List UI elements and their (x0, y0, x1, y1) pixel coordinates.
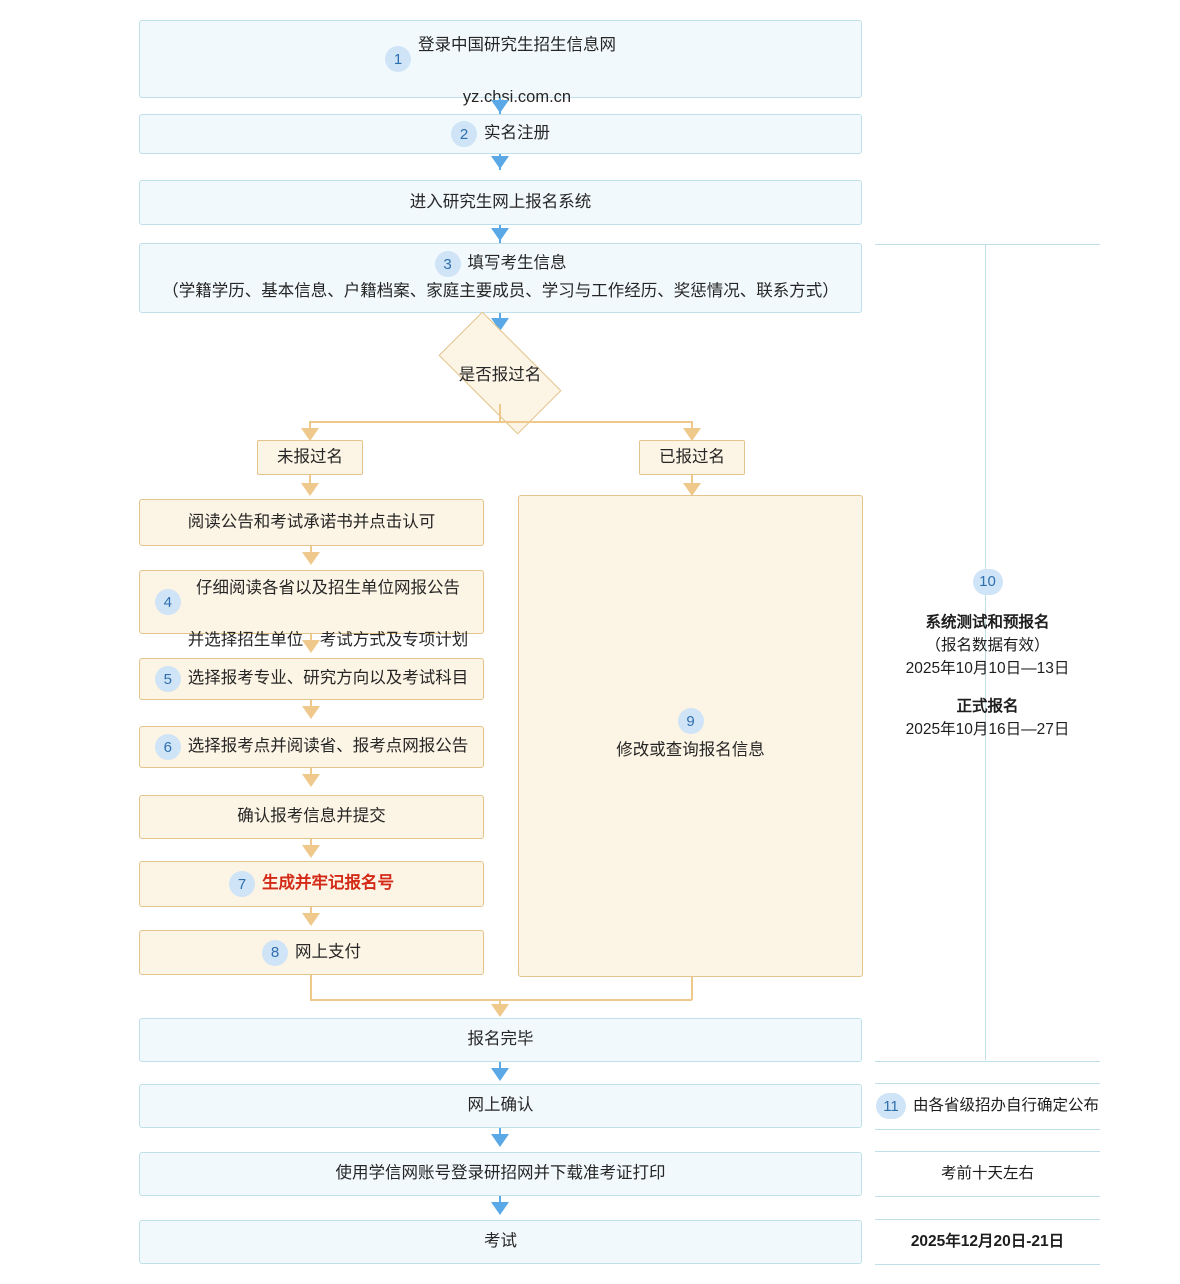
branch-step-7-box[interactable]: 7 生成并牢记报名号 (139, 861, 484, 907)
step-realname-label: 实名注册 (484, 124, 550, 143)
step-number-badge-4: 4 (154, 589, 181, 615)
step-enter-system-label: 进入研究生网上报名系统 (409, 192, 592, 211)
step-login-box[interactable]: 1 登录中国研究生招生信息网 yz.chsi.com.cn (139, 20, 862, 106)
step-exam-label: 考试 (484, 1232, 517, 1251)
branch-step-4-box[interactable]: 4 仔细阅读各省以及招生单位网报公告 并选择招生单位、考试方式及专项计划 (139, 570, 484, 649)
branch-step-6-box[interactable]: 6 选择报考点并阅读省、报考点网报公告 (139, 726, 484, 768)
step-number-badge-1: 1 (385, 46, 411, 72)
branch-not-registered-label: 未报过名 (277, 447, 343, 466)
timeline-pre-reg-title: 系统测试和预报名 (925, 613, 1050, 631)
step-number-badge-3: 3 (434, 251, 461, 278)
timeline-divider-top (875, 244, 1100, 245)
connector-notreg-to-b1 (309, 475, 311, 489)
timeline-registration-window: 10 系统测试和预报名 （报名数据有效） 2025年10月10日—13日 正式报… (875, 560, 1100, 750)
step-number-badge-2: 2 (451, 121, 477, 147)
timeline-admit-card-window-text: 考前十天左右 (940, 1165, 1034, 1183)
branch-step-6-label: 选择报考点并阅读省、报考点网报公告 (187, 737, 469, 756)
branch-step-8-box[interactable]: 8 网上支付 (139, 930, 484, 975)
connector-merge-horizontal (310, 999, 692, 1001)
arrow-login-to-realname (491, 100, 509, 113)
step-enter-system-box[interactable]: 进入研究生网上报名系统 (139, 180, 862, 225)
timeline-admit-card-window: 考前十天左右 (875, 1152, 1100, 1196)
branch-step-read-announcement-box[interactable]: 阅读公告和考试承诺书并点击认可 (139, 499, 484, 546)
step-number-badge-9: 9 (677, 708, 704, 735)
step-login-label: 登录中国研究生招生信息网 yz.chsi.com.cn (418, 36, 616, 106)
step-online-confirm-label: 网上确认 (467, 1096, 534, 1115)
timeline-pre-reg-dates: 2025年10月10日—13日 (905, 660, 1070, 678)
connector-b8-merge-down (310, 975, 312, 1000)
branch-already-registered-label: 已报过名 (659, 447, 725, 466)
step-fill-info-detail: （学籍学历、基本信息、户籍档案、家庭主要成员、学习与工作经历、奖惩情况、联系方式… (162, 282, 839, 301)
connector-decision-down (499, 404, 501, 422)
step-number-badge-10: 10 (972, 568, 1003, 595)
arrow-to-already-registered (683, 428, 701, 441)
arrow-b2-to-b3 (302, 640, 320, 653)
step-online-confirm-box[interactable]: 网上确认 (139, 1084, 862, 1128)
branch-step-5-label: 选择报考专业、研究方向以及考试科目 (187, 669, 469, 688)
timeline-divider-bottom (875, 1264, 1100, 1265)
timeline-divider-5 (875, 1196, 1100, 1197)
arrow-confirm-to-card (491, 1134, 509, 1147)
step-admit-card-label: 使用学信网账号登录研招网并下载准考证打印 (335, 1164, 666, 1183)
step-admit-card-box[interactable]: 使用学信网账号登录研招网并下载准考证打印 (139, 1152, 862, 1196)
arrow-b6-to-b7 (302, 913, 320, 926)
arrow-merge-to-done (491, 1004, 509, 1017)
step-fill-info-title: 填写考生信息 (467, 254, 567, 273)
branch-step-9-box[interactable]: 9 修改或查询报名信息 (518, 495, 863, 977)
timeline-exam-window: 2025年12月20日-21日 (875, 1220, 1100, 1264)
timeline-formal-reg-dates: 2025年10月16日—27日 (905, 720, 1070, 738)
branch-already-registered-box[interactable]: 已报过名 (639, 440, 745, 475)
connector-split-horizontal (310, 421, 692, 423)
timeline-divider-2 (875, 1083, 1100, 1084)
timeline-divider-3 (875, 1129, 1100, 1130)
branch-step-confirm-submit-box[interactable]: 确认报考信息并提交 (139, 795, 484, 839)
step-exam-box[interactable]: 考试 (139, 1220, 862, 1264)
timeline-pre-reg-note: （报名数据有效） (925, 637, 1050, 655)
branch-not-registered-box[interactable]: 未报过名 (257, 440, 363, 475)
arrow-b4-to-b5 (302, 774, 320, 787)
step-fill-info-box[interactable]: 3 填写考生信息 （学籍学历、基本信息、户籍档案、家庭主要成员、学习与工作经历、… (139, 243, 862, 313)
branch-step-5-box[interactable]: 5 选择报考专业、研究方向以及考试科目 (139, 658, 484, 700)
step-realname-box[interactable]: 2 实名注册 (139, 114, 862, 154)
decision-has-registered[interactable]: 是否报过名 (438, 311, 562, 435)
branch-step-4-label: 仔细阅读各省以及招生单位网报公告 并选择招生单位、考试方式及专项计划 (187, 579, 469, 649)
arrow-done-to-confirm (491, 1068, 509, 1081)
arrow-b3-to-b4 (302, 706, 320, 719)
arrow-system-to-fillinfo (491, 228, 509, 241)
step-number-badge-6: 6 (154, 734, 181, 760)
branch-step-confirm-submit-label: 确认报考信息并提交 (237, 807, 386, 826)
timeline-exam-window-text: 2025年12月20日-21日 (910, 1233, 1065, 1251)
branch-step-read-announcement-label: 阅读公告和考试承诺书并点击认可 (187, 512, 436, 531)
connector-merge-to-done (499, 999, 501, 1007)
arrow-realname-to-system (491, 156, 509, 169)
timeline-confirm-window: 11 由各省级招办自行确定公布 (875, 1084, 1100, 1128)
arrow-b5-to-b6 (302, 845, 320, 858)
step-registration-done-label: 报名完毕 (467, 1030, 534, 1049)
connector-alreadyreg-to-b9 (691, 475, 693, 489)
step-number-badge-5: 5 (154, 666, 181, 692)
timeline-divider-6 (875, 1219, 1100, 1220)
arrow-b1-to-b2 (302, 552, 320, 565)
arrow-alreadyreg-to-b9 (683, 483, 701, 496)
step-number-badge-7: 7 (229, 871, 255, 897)
timeline-divider-4 (875, 1151, 1100, 1152)
branch-step-7-label: 生成并牢记报名号 (262, 874, 394, 893)
timeline-confirm-window-text: 由各省级招办自行确定公布 (912, 1097, 1099, 1115)
decision-label: 是否报过名 (458, 366, 542, 384)
timeline-vertical-divider (985, 245, 986, 1060)
arrow-card-to-exam (491, 1202, 509, 1215)
connector-b9-merge-down (691, 977, 693, 1000)
step-number-badge-8: 8 (262, 939, 288, 966)
timeline-divider-1 (875, 1061, 1100, 1062)
arrow-notreg-to-b1 (301, 483, 319, 496)
timeline-formal-reg-title: 正式报名 (956, 697, 1019, 715)
step-registration-done-box[interactable]: 报名完毕 (139, 1018, 862, 1062)
arrow-to-not-registered (301, 428, 319, 441)
branch-step-9-label: 修改或查询报名信息 (616, 741, 765, 760)
branch-step-8-label: 网上支付 (295, 942, 361, 961)
step-number-badge-11: 11 (875, 1093, 906, 1119)
